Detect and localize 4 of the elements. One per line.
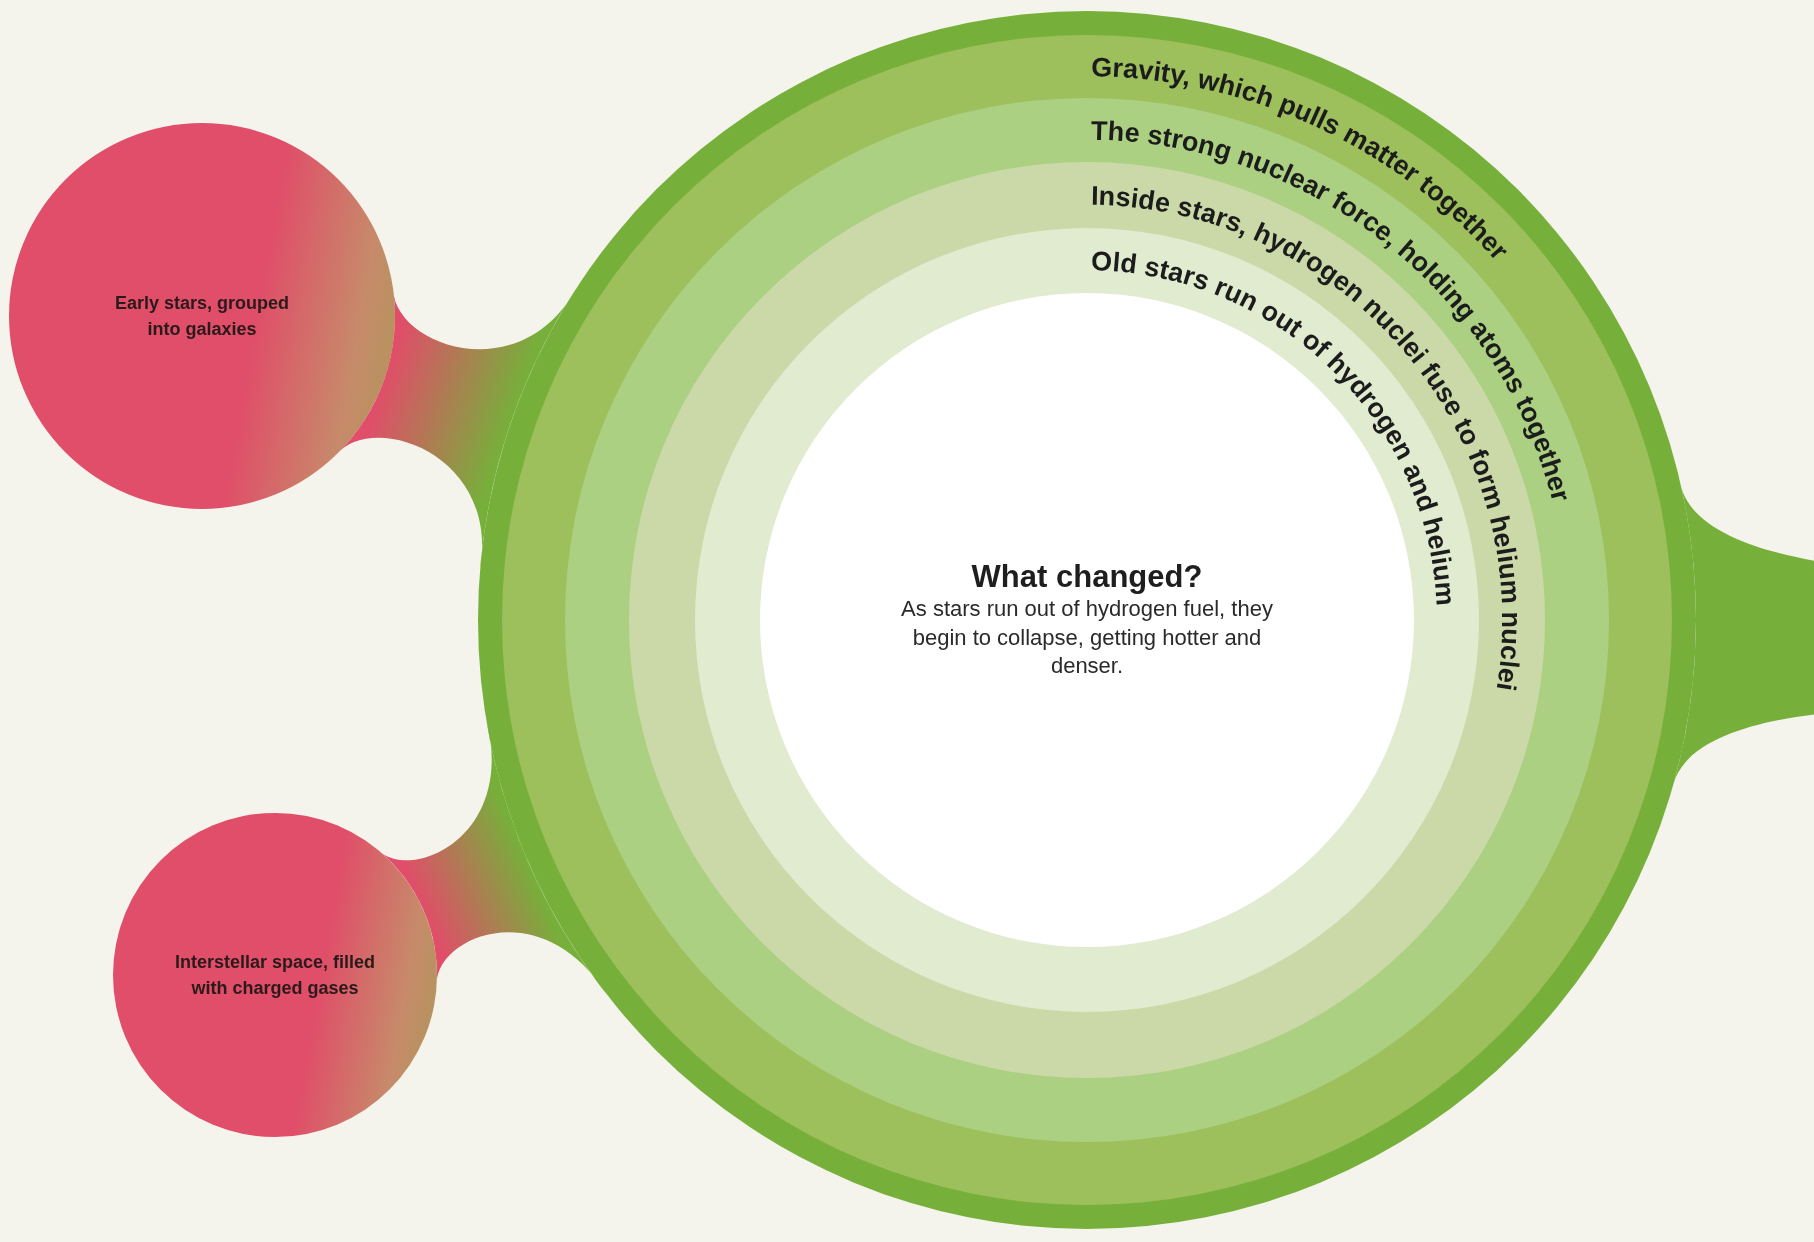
bubble-label: Early stars, grouped into galaxies	[113, 291, 291, 341]
bubble-label: Interstellar space, filled with charged gases	[173, 950, 377, 1000]
center-text: As stars run out of hydrogen fuel, they begin to collapse, getting hotter and denser.	[900, 595, 1274, 681]
center-heading: What changed?	[971, 559, 1203, 596]
